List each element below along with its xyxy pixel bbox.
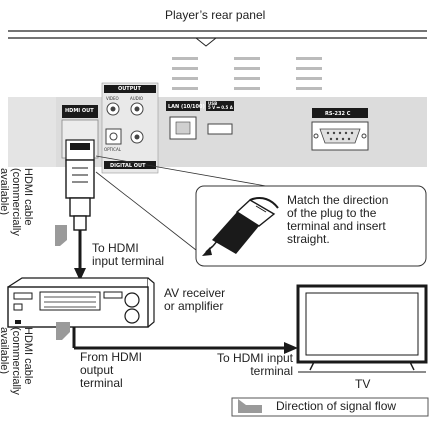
from-hdmi-line2: output: [80, 363, 114, 377]
lan-label: LAN (10/100): [168, 104, 205, 110]
usb-label: USB 5 V ⎓ 0.5 A: [208, 101, 233, 110]
hdmi-cable-top-line3: available): [0, 168, 10, 216]
panel-notch-icon: [195, 37, 217, 47]
to-hdmi-input-upper-line1: To HDMI: [92, 241, 139, 255]
legend-box: [231, 397, 429, 417]
callout-line2: of the plug to the: [287, 206, 377, 220]
hdmi-cable-bottom-line3: available): [0, 327, 10, 375]
hdmi-cable-top-line1: HDMI cable: [22, 168, 34, 226]
hdmi-cable-bottom-line1: HDMI cable: [22, 327, 34, 385]
from-hdmi-line1: From HDMI: [80, 350, 142, 364]
rs232c-label: RS-232 C: [325, 111, 351, 117]
hdmi-cable-top-line2: (commercially: [10, 168, 22, 236]
to-hdmi-input-lower-line2: terminal: [250, 364, 293, 378]
from-hdmi-line3: terminal: [80, 376, 123, 390]
tv-label: TV: [355, 377, 371, 391]
hdmi-cable-top-label: HDMI cable (commercially available): [0, 168, 34, 236]
audio-label: AUDIO: [130, 96, 144, 101]
digital-out-label: DIGITAL OUT: [110, 163, 146, 169]
tv-icon: [296, 284, 428, 373]
video-label: VIDEO: [106, 96, 119, 101]
hdmi-cable-bottom-line2: (commercially: [10, 327, 22, 395]
hdmi-plug-detail-icon: [202, 197, 279, 256]
receiver-label: AV receiver or amplifier: [164, 287, 225, 313]
legend-text: Direction of signal flow: [276, 399, 397, 413]
hdmi-cable-bottom-label: HDMI cable (commercially available): [0, 327, 34, 395]
to-hdmi-input-lower-line1: To HDMI input: [216, 351, 293, 365]
hdmi-out-label: HDMI OUT: [65, 108, 94, 114]
output-label: OUTPUT: [118, 86, 141, 92]
to-hdmi-input-lower: To HDMI input terminal: [196, 352, 293, 378]
from-hdmi-output: From HDMI output terminal: [80, 351, 142, 390]
to-hdmi-input-upper: To HDMI input terminal: [92, 242, 164, 268]
callout-line4: straight.: [287, 232, 330, 246]
optical-label: OPTICAL: [104, 147, 121, 152]
callout-text: Match the direction of the plug to the t…: [287, 194, 388, 246]
signal-flow-arrow-bottom: [56, 322, 70, 340]
av-receiver-icon: [7, 277, 155, 328]
panel-title: Player’s rear panel: [165, 8, 266, 22]
arrow-down-icon: [74, 268, 86, 281]
vent-slots: [172, 57, 322, 90]
legend-arrow-icon: [238, 399, 262, 413]
arrow-right-icon: [284, 342, 298, 354]
to-hdmi-input-upper-line2: input terminal: [92, 254, 165, 268]
signal-flow-arrow-top: [55, 225, 67, 246]
hdmi-plug-top-icon: [65, 139, 95, 231]
receiver-label-line1: AV receiver: [164, 286, 226, 300]
callout-line1: Match the direction: [287, 193, 389, 207]
receiver-label-line2: or amplifier: [164, 299, 224, 313]
callout-line3: terminal and insert: [287, 219, 386, 233]
